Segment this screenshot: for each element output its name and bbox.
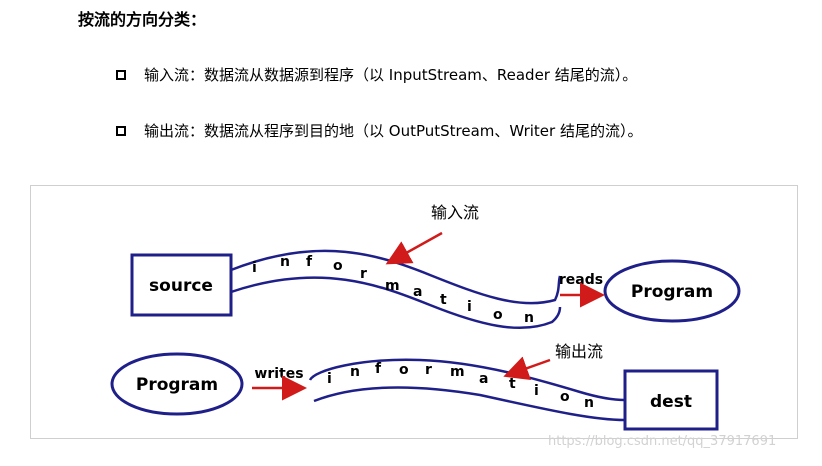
bullet-text: 输入流：数据流从数据源到程序（以 InputStream、Reader 结尾的流…: [144, 66, 638, 84]
info-letter: f: [306, 254, 313, 270]
output-stream-label: 输出流: [555, 342, 603, 361]
info-letter: m: [450, 364, 465, 380]
section-heading: 按流的方向分类：: [78, 10, 207, 29]
info-letter: o: [333, 258, 343, 274]
info-letter: n: [584, 395, 594, 411]
input-stream-label: 输入流: [431, 203, 479, 222]
info-letter: a: [413, 284, 422, 300]
info-letter: i: [534, 383, 539, 399]
program-bottom-ellipse: [110, 352, 244, 416]
source-label: source: [149, 276, 213, 296]
writes-label: writes: [254, 366, 303, 382]
input-pipe-upper: [230, 249, 562, 305]
input-pipe-lower: [230, 276, 562, 330]
info-letters-top: i n f o r m a t i o n: [252, 254, 534, 326]
info-letter: o: [399, 362, 409, 378]
program-top-label: Program: [631, 282, 713, 302]
info-letter: r: [360, 266, 367, 282]
program-bottom-label: Program: [136, 375, 218, 395]
info-letter: i: [467, 299, 472, 315]
info-letter: t: [509, 376, 516, 392]
output-pointer-arrow: [503, 356, 551, 381]
info-letter: n: [350, 364, 360, 380]
program-top-ellipse: [603, 259, 741, 323]
watermark-text: https://blog.csdn.net/qq_37917691: [548, 434, 777, 449]
output-pipe-upper: [308, 358, 626, 402]
info-letter: m: [385, 278, 400, 294]
info-letter: n: [524, 310, 534, 326]
output-pipe-lower: [313, 386, 626, 422]
info-letter: f: [375, 361, 382, 377]
info-letter: i: [252, 260, 257, 276]
stream-diagram-frame: [30, 185, 798, 439]
checkbox-bullet-icon: [116, 69, 126, 80]
dest-box: [623, 369, 719, 431]
info-letter: o: [493, 307, 503, 323]
info-letter: i: [327, 371, 332, 387]
info-letter: r: [425, 362, 432, 378]
bullet-input-stream: 输入流：数据流从数据源到程序（以 InputStream、Reader 结尾的流…: [116, 64, 637, 85]
bullet-output-stream: 输出流：数据流从程序到目的地（以 OutPutStream、Writer 结尾的…: [116, 120, 642, 141]
info-letter: o: [560, 389, 570, 405]
bullet-text: 输出流：数据流从程序到目的地（以 OutPutStream、Writer 结尾的…: [144, 122, 643, 140]
info-letter: t: [440, 292, 447, 308]
info-letter: n: [280, 254, 290, 270]
input-pointer-arrow: [385, 231, 443, 265]
info-letter: a: [479, 371, 488, 387]
dest-label: dest: [650, 392, 692, 412]
info-letters-bottom: i n f o r m a t i o n: [327, 361, 594, 411]
checkbox-bullet-icon: [116, 125, 126, 136]
source-box: [130, 253, 233, 317]
reads-label: reads: [559, 272, 603, 288]
